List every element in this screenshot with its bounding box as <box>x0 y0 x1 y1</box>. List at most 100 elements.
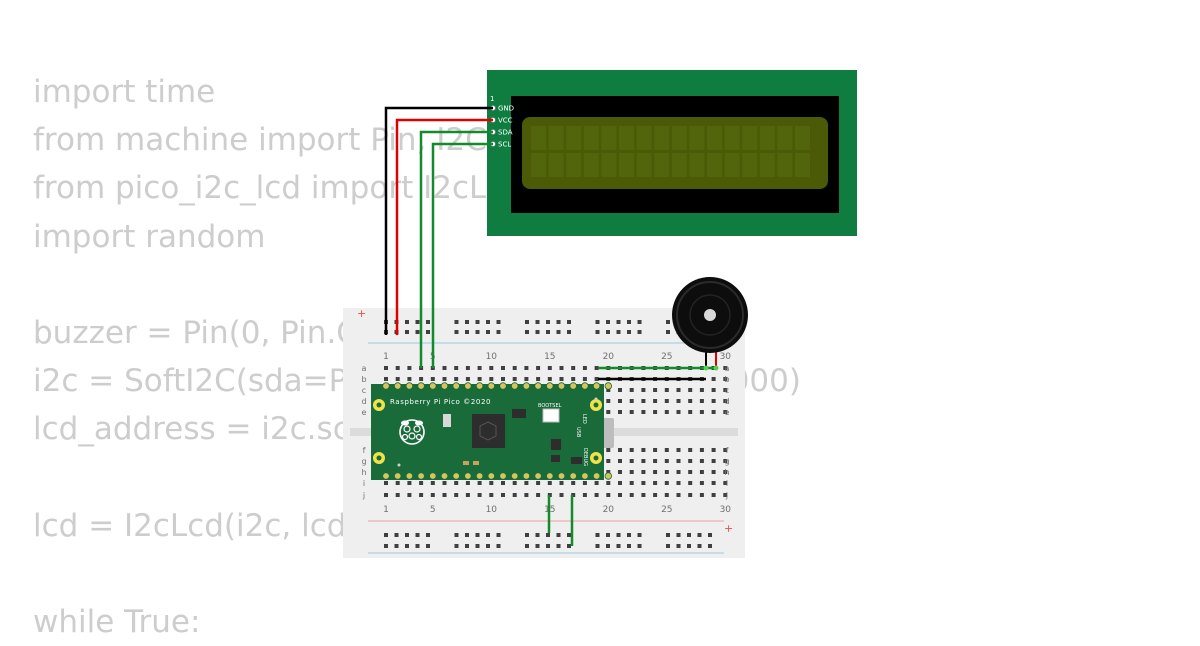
rail-hole <box>384 544 388 548</box>
pico-gpio-pin[interactable] <box>452 382 460 390</box>
wire-scl[interactable] <box>431 142 493 368</box>
breadboard-hole <box>618 481 622 485</box>
pico-gpio-pin[interactable] <box>522 382 531 390</box>
breadboard-hole <box>571 377 576 381</box>
pico-gpio-pin[interactable] <box>464 472 472 480</box>
pico-gpio-pin[interactable] <box>499 472 507 480</box>
rail-hole <box>405 320 409 324</box>
breadboard-hole <box>430 481 435 485</box>
pico-gpio-pin[interactable] <box>487 472 495 480</box>
wire-gnd[interactable] <box>384 106 493 335</box>
breadboard-hole <box>618 493 622 497</box>
column-label: 20 <box>603 352 615 362</box>
pico-gpio-pin[interactable] <box>534 382 542 390</box>
breadboard-hole <box>653 493 658 497</box>
lcd-character-cell <box>636 126 652 150</box>
pico-gpio-pin[interactable] <box>475 472 484 480</box>
breadboard-hole <box>547 366 552 370</box>
rail-hole <box>454 544 459 548</box>
breadboard-hole <box>676 410 681 414</box>
row-label: d <box>361 397 366 406</box>
pico-gpio-pin[interactable] <box>405 472 414 480</box>
pico-gpio-pin[interactable] <box>382 472 390 480</box>
breadboard-hole <box>711 470 716 474</box>
rail-hole <box>525 330 529 334</box>
pico-gpio-pin[interactable] <box>475 382 484 390</box>
breadboard-hole <box>606 448 611 452</box>
rail-hole <box>475 544 480 548</box>
rail-hole <box>465 533 469 537</box>
lcd-character-cell <box>654 153 670 177</box>
wire-sda[interactable] <box>419 130 493 368</box>
breadboard-hole <box>582 366 587 370</box>
breadboard-hole <box>711 459 716 463</box>
breadboard-hole <box>711 410 716 414</box>
breadboard-hole <box>419 493 424 497</box>
pico-gpio-pin[interactable] <box>546 382 554 390</box>
column-label: 10 <box>486 505 498 515</box>
pico-title: Raspberry Pi Pico ©2020 <box>390 398 491 406</box>
pico-gpio-pin[interactable] <box>440 472 449 480</box>
pico-gpio-pin[interactable] <box>464 382 472 390</box>
pico-gpio-pin[interactable] <box>569 382 577 390</box>
breadboard-hole <box>547 377 552 381</box>
pico-gpio-pin[interactable] <box>405 382 414 390</box>
pico-gpio-pin[interactable] <box>440 382 449 390</box>
breadboard-hole <box>559 493 564 497</box>
pico-gpio-pin[interactable] <box>557 472 566 480</box>
rail-hole <box>708 533 712 537</box>
pico-gpio-pin[interactable] <box>452 472 460 480</box>
pico-gpio-pin[interactable] <box>417 382 425 390</box>
pico-gpio-pin[interactable] <box>534 472 542 480</box>
breadboard-hole <box>699 493 704 497</box>
pico-gpio-pin[interactable] <box>487 382 495 390</box>
pico-gpio-pin[interactable] <box>604 382 612 390</box>
breadboard-hole <box>407 377 412 381</box>
lcd-character-grid <box>531 126 810 177</box>
row-label: b <box>724 375 729 384</box>
pico-gpio-pin[interactable] <box>546 472 554 480</box>
wire-vcc[interactable] <box>395 118 493 335</box>
pico-gpio-pin[interactable] <box>511 382 519 390</box>
pico-gpio-pin[interactable] <box>429 472 437 480</box>
pico-gpio-pin[interactable] <box>581 382 589 390</box>
pico-gpio-pin[interactable] <box>569 472 577 480</box>
breadboard-hole <box>653 448 658 452</box>
rail-hole <box>697 533 702 537</box>
rail-hole <box>627 544 631 548</box>
pico-gpio-pin[interactable] <box>499 382 507 390</box>
pico-gpio-pin[interactable] <box>557 382 566 390</box>
lcd-character-cell <box>619 126 634 150</box>
buzzer-pin-dot <box>713 365 719 371</box>
lcd-character-cell <box>601 153 617 177</box>
lcd-character-cell <box>707 153 722 177</box>
pico-gpio-pin[interactable] <box>394 382 402 390</box>
breadboard-hole <box>629 448 634 452</box>
pico-gpio-pin[interactable] <box>394 472 402 480</box>
lcd-character-cell <box>654 126 670 150</box>
breadboard-hole <box>407 493 412 497</box>
lcd-pin-label: SCL <box>498 141 511 149</box>
pico-gpio-pin[interactable] <box>592 472 601 480</box>
pico-gpio-pin[interactable] <box>592 382 601 390</box>
bootsel-button[interactable] <box>542 408 560 423</box>
rail-hole <box>637 544 642 548</box>
pico-gpio-pin[interactable] <box>522 472 531 480</box>
pico-gpio-pin[interactable] <box>511 472 519 480</box>
buzzer[interactable] <box>672 277 748 371</box>
pico-gpio-pin[interactable] <box>581 472 589 480</box>
row-label: h <box>724 468 729 477</box>
breadboard-hole <box>582 481 587 485</box>
breadboard-hole <box>688 448 693 452</box>
pico-gpio-pin[interactable] <box>382 382 390 390</box>
pico-gpio-pin[interactable] <box>429 382 437 390</box>
lcd-character-cell <box>601 126 617 150</box>
breadboard-hole <box>641 410 646 414</box>
breadboard-hole <box>629 493 634 497</box>
pico-gpio-pin[interactable] <box>604 472 612 480</box>
raspberry-pi-pico[interactable]: Raspberry Pi Pico ©2020 BOOTSEL LED USB … <box>371 382 614 480</box>
pico-gpio-pin[interactable] <box>417 472 425 480</box>
row-label: i <box>363 479 365 488</box>
